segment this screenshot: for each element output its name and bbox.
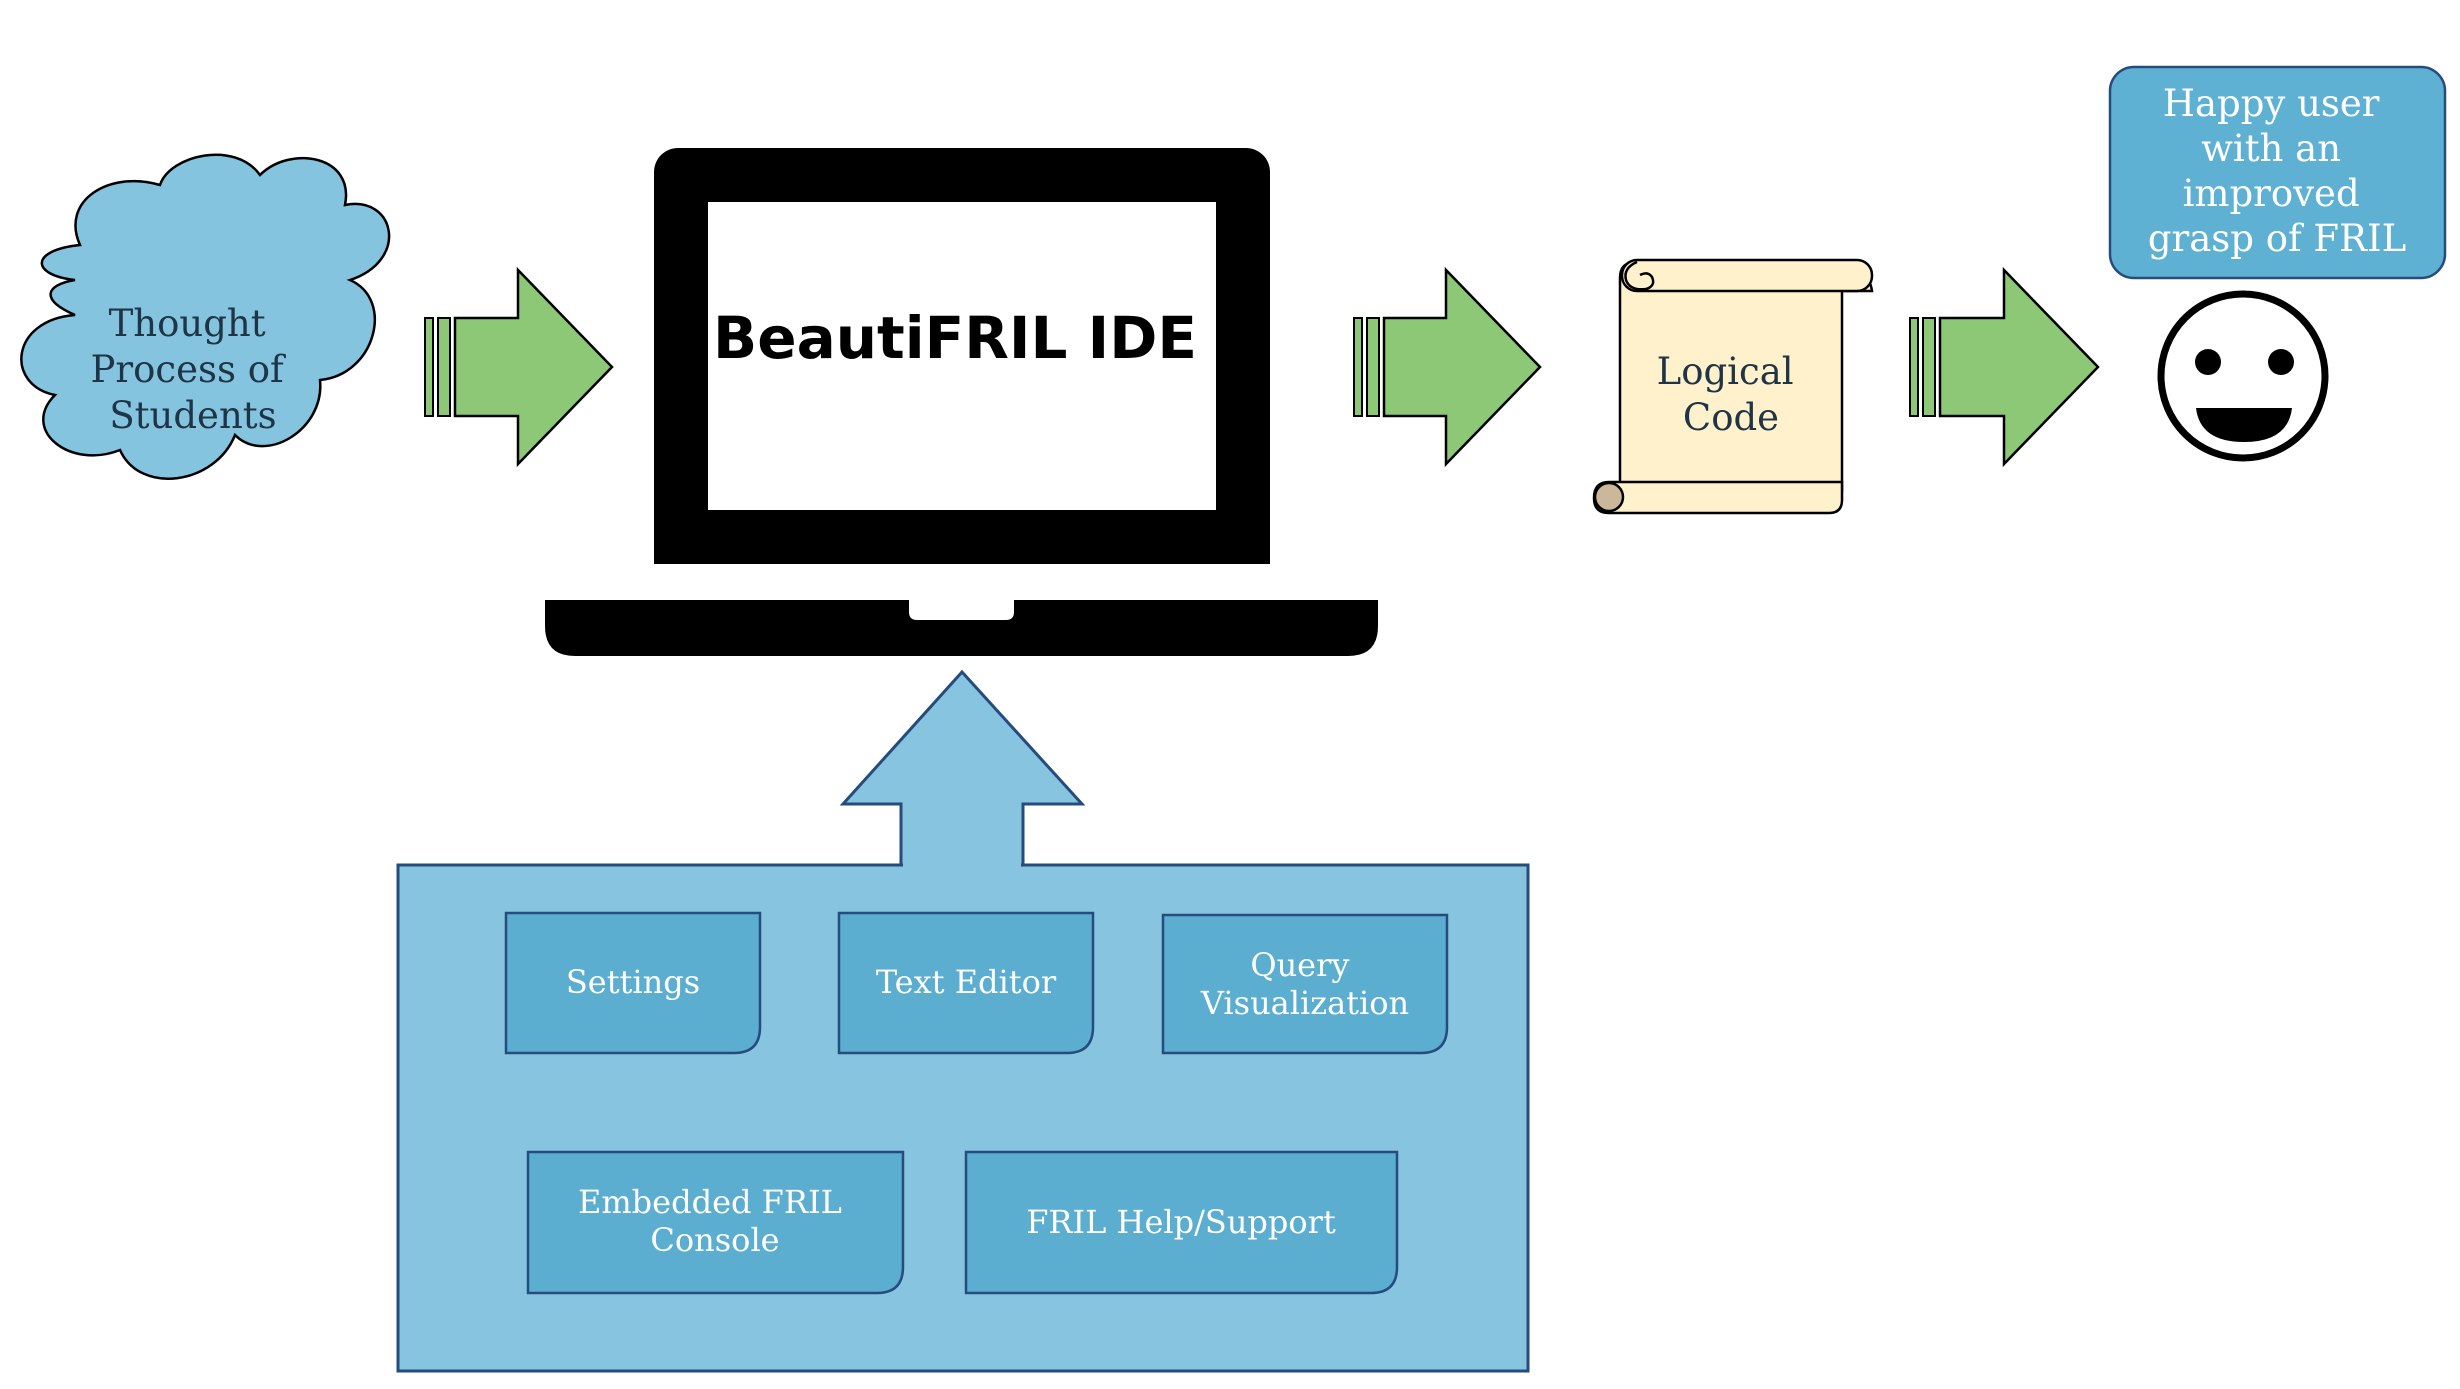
bubble-line: with an xyxy=(2201,127,2341,170)
logical-code-scroll: Logical Code xyxy=(1592,258,1874,515)
arrow-laptop-to-scroll xyxy=(1353,266,1542,468)
settings-label: Settings xyxy=(566,963,700,1001)
settings-box[interactable]: Settings xyxy=(504,911,762,1055)
laptop-base xyxy=(545,600,1378,656)
up-arrow-to-laptop xyxy=(839,669,1086,868)
components-panel: Settings Text Editor Query Visualization… xyxy=(396,860,1530,1373)
query-visualization-line: Visualization xyxy=(1200,984,1409,1022)
happy-user-bubble: Happy user with an improved grasp of FRI… xyxy=(2108,65,2447,280)
bubble-line: improved xyxy=(2183,172,2360,215)
bubble-line: grasp of FRIL xyxy=(2148,217,2406,260)
cloud-shape xyxy=(20,153,391,480)
face-smile xyxy=(2196,408,2292,442)
thought-cloud: Thought Process of Students xyxy=(20,153,391,480)
text-editor-label: Text Editor xyxy=(876,963,1057,1001)
embedded-fril-console-line: Embedded FRIL xyxy=(578,1183,842,1221)
bubble-box xyxy=(2108,65,2447,280)
scroll-top-curl xyxy=(1624,260,1655,291)
bubble-label: Happy user with an improved grasp of FRI… xyxy=(2148,82,2406,260)
scroll-bottom-edge xyxy=(1592,480,1844,515)
embedded-fril-console-box[interactable]: Embedded FRIL Console xyxy=(526,1150,905,1295)
scroll-bottom-curl xyxy=(1593,481,1625,513)
fril-help-support-label: FRIL Help/Support xyxy=(1026,1203,1336,1241)
embedded-fril-console-line: Console xyxy=(650,1221,779,1259)
query-visualization-box[interactable]: Query Visualization xyxy=(1161,913,1449,1055)
fril-help-support-box[interactable]: FRIL Help/Support xyxy=(964,1150,1399,1295)
cloud-line: Thought xyxy=(109,302,266,345)
arrow-cloud-to-laptop xyxy=(424,266,614,468)
laptop-screen-label: BeautiFRIL IDE xyxy=(713,304,1197,372)
text-editor-box[interactable]: Text Editor xyxy=(837,911,1095,1055)
cloud-line: Process of xyxy=(91,348,286,391)
bubble-line: Happy user xyxy=(2163,82,2380,125)
scroll-line: Code xyxy=(1683,396,1779,439)
smiley-face-icon xyxy=(2157,290,2329,462)
query-visualization-label: Query Visualization xyxy=(1200,946,1409,1022)
face-eye-right xyxy=(2268,349,2294,375)
face-eye-left xyxy=(2195,349,2221,375)
cloud-label: Thought Process of Students xyxy=(91,302,296,437)
embedded-fril-console-label: Embedded FRIL Console xyxy=(578,1183,852,1259)
scroll-top-roll xyxy=(1620,258,1874,293)
arrow-scroll-to-face xyxy=(1909,266,2100,468)
cloud-line: Students xyxy=(109,394,276,437)
scroll-line: Logical xyxy=(1657,350,1794,393)
laptop-screen xyxy=(708,202,1216,510)
scroll-label: Logical Code xyxy=(1657,350,1806,439)
query-visualization-line: Query xyxy=(1250,946,1349,984)
laptop-icon: BeautiFRIL IDE xyxy=(545,148,1378,656)
laptop-bezel-bottom xyxy=(654,520,1270,564)
